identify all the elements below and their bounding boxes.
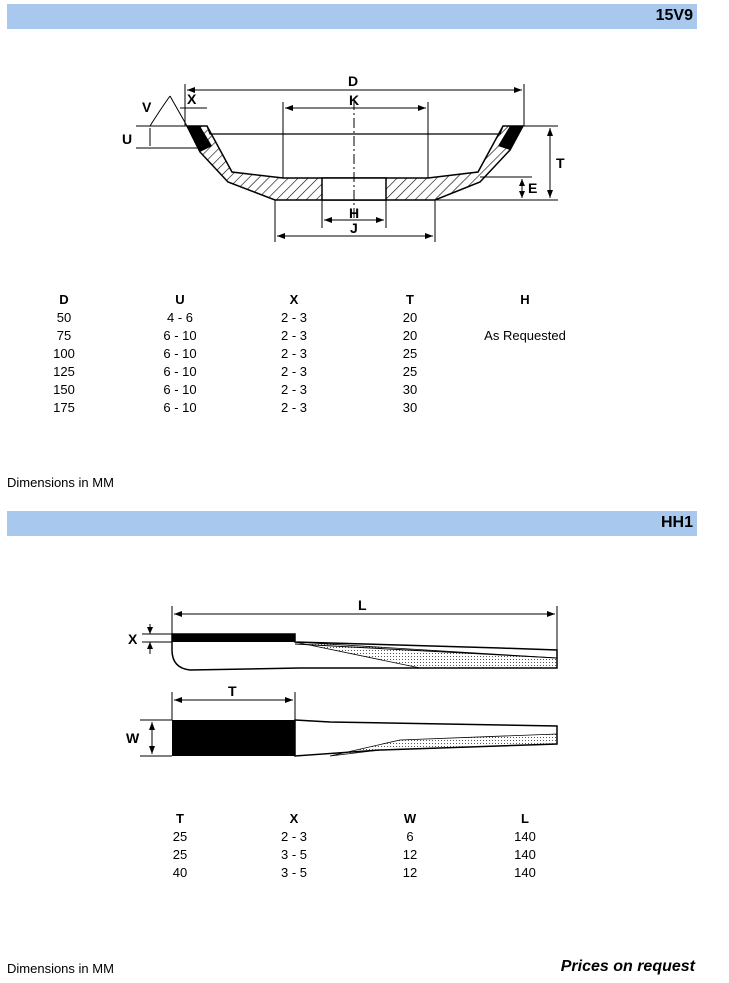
cell-t: 25 — [402, 346, 418, 361]
table-row: 125 6 - 10 2 - 3 25 — [0, 364, 729, 382]
cell-w: 12 — [402, 847, 418, 862]
cell-d: 75 — [56, 328, 72, 343]
cell-h: As Requested — [484, 328, 566, 343]
diagram-15v9: D K X V U T E H J — [122, 73, 565, 242]
cell-w: 12 — [402, 865, 418, 880]
cell-l: 140 — [514, 847, 536, 862]
table-row: 50 4 - 6 2 - 3 20 — [0, 310, 729, 328]
label-h: H — [349, 205, 359, 221]
table-row: 100 6 - 10 2 - 3 25 — [0, 346, 729, 364]
units-note: Dimensions in MM — [7, 475, 114, 490]
label-v: V — [142, 99, 152, 115]
label-t: T — [228, 683, 237, 699]
table-row: 75 6 - 10 2 - 3 20 As Requested — [0, 328, 729, 346]
table-header: T X W L — [0, 811, 729, 829]
cell-x: 2 - 3 — [280, 346, 308, 361]
table-row: 40 3 - 5 12 140 — [0, 865, 729, 883]
col-d: D — [59, 292, 69, 307]
table-row: 150 6 - 10 2 - 3 30 — [0, 382, 729, 400]
cell-x: 3 - 5 — [280, 847, 308, 862]
table-row: 25 2 - 3 6 140 — [0, 829, 729, 847]
cell-d: 100 — [53, 346, 75, 361]
label-x: X — [187, 91, 197, 107]
cell-x: 2 - 3 — [280, 328, 308, 343]
cell-u: 6 - 10 — [163, 364, 197, 379]
section-code: 15V9 — [655, 7, 693, 24]
cell-t: 30 — [402, 382, 418, 397]
col-x: X — [289, 811, 299, 826]
label-u: U — [122, 131, 132, 147]
cell-x: 2 - 3 — [280, 400, 308, 415]
label-d: D — [348, 73, 358, 89]
cell-w: 6 — [406, 829, 414, 844]
cell-t: 25 — [402, 364, 418, 379]
cell-l: 140 — [514, 829, 536, 844]
cell-d: 150 — [53, 382, 75, 397]
table-row: 175 6 - 10 2 - 3 30 — [0, 400, 729, 418]
cell-u: 6 - 10 — [163, 346, 197, 361]
section-code: HH1 — [660, 514, 693, 531]
cell-x: 2 - 3 — [280, 382, 308, 397]
table-row: 25 3 - 5 12 140 — [0, 847, 729, 865]
section-header-15v9: 15V9 — [7, 4, 697, 29]
cell-d: 125 — [53, 364, 75, 379]
cell-d: 175 — [53, 400, 75, 415]
cell-t: 30 — [402, 400, 418, 415]
col-t: T — [406, 292, 414, 307]
diagram-hh1: L X T W — [126, 597, 558, 757]
label-w: W — [126, 730, 140, 746]
cell-u: 6 - 10 — [163, 328, 197, 343]
label-e: E — [528, 180, 537, 196]
prices-note: Prices on request — [560, 958, 695, 975]
cell-x: 2 - 3 — [280, 364, 308, 379]
cell-t: 20 — [402, 310, 418, 325]
label-j: J — [350, 220, 358, 236]
label-t: T — [556, 155, 565, 171]
col-l: L — [521, 811, 529, 826]
cell-d: 50 — [56, 310, 72, 325]
cell-t: 40 — [172, 865, 188, 880]
cell-u: 6 - 10 — [163, 382, 197, 397]
label-k: K — [349, 92, 359, 108]
cell-x: 3 - 5 — [280, 865, 308, 880]
cell-t: 25 — [172, 829, 188, 844]
section-header-hh1: HH1 — [7, 511, 697, 536]
col-h: H — [520, 292, 530, 307]
cell-x: 2 - 3 — [280, 829, 308, 844]
cell-t: 20 — [402, 328, 418, 343]
col-t: T — [176, 811, 184, 826]
col-w: W — [403, 811, 417, 826]
col-u: U — [175, 292, 185, 307]
cell-u: 6 - 10 — [163, 400, 197, 415]
table-header: D U X T H — [0, 292, 729, 310]
cell-l: 140 — [514, 865, 536, 880]
cell-u: 4 - 6 — [166, 310, 194, 325]
label-x: X — [128, 631, 138, 647]
label-l: L — [358, 597, 367, 613]
col-x: X — [289, 292, 299, 307]
cell-t: 25 — [172, 847, 188, 862]
units-note: Dimensions in MM — [7, 961, 114, 976]
cell-x: 2 - 3 — [280, 310, 308, 325]
